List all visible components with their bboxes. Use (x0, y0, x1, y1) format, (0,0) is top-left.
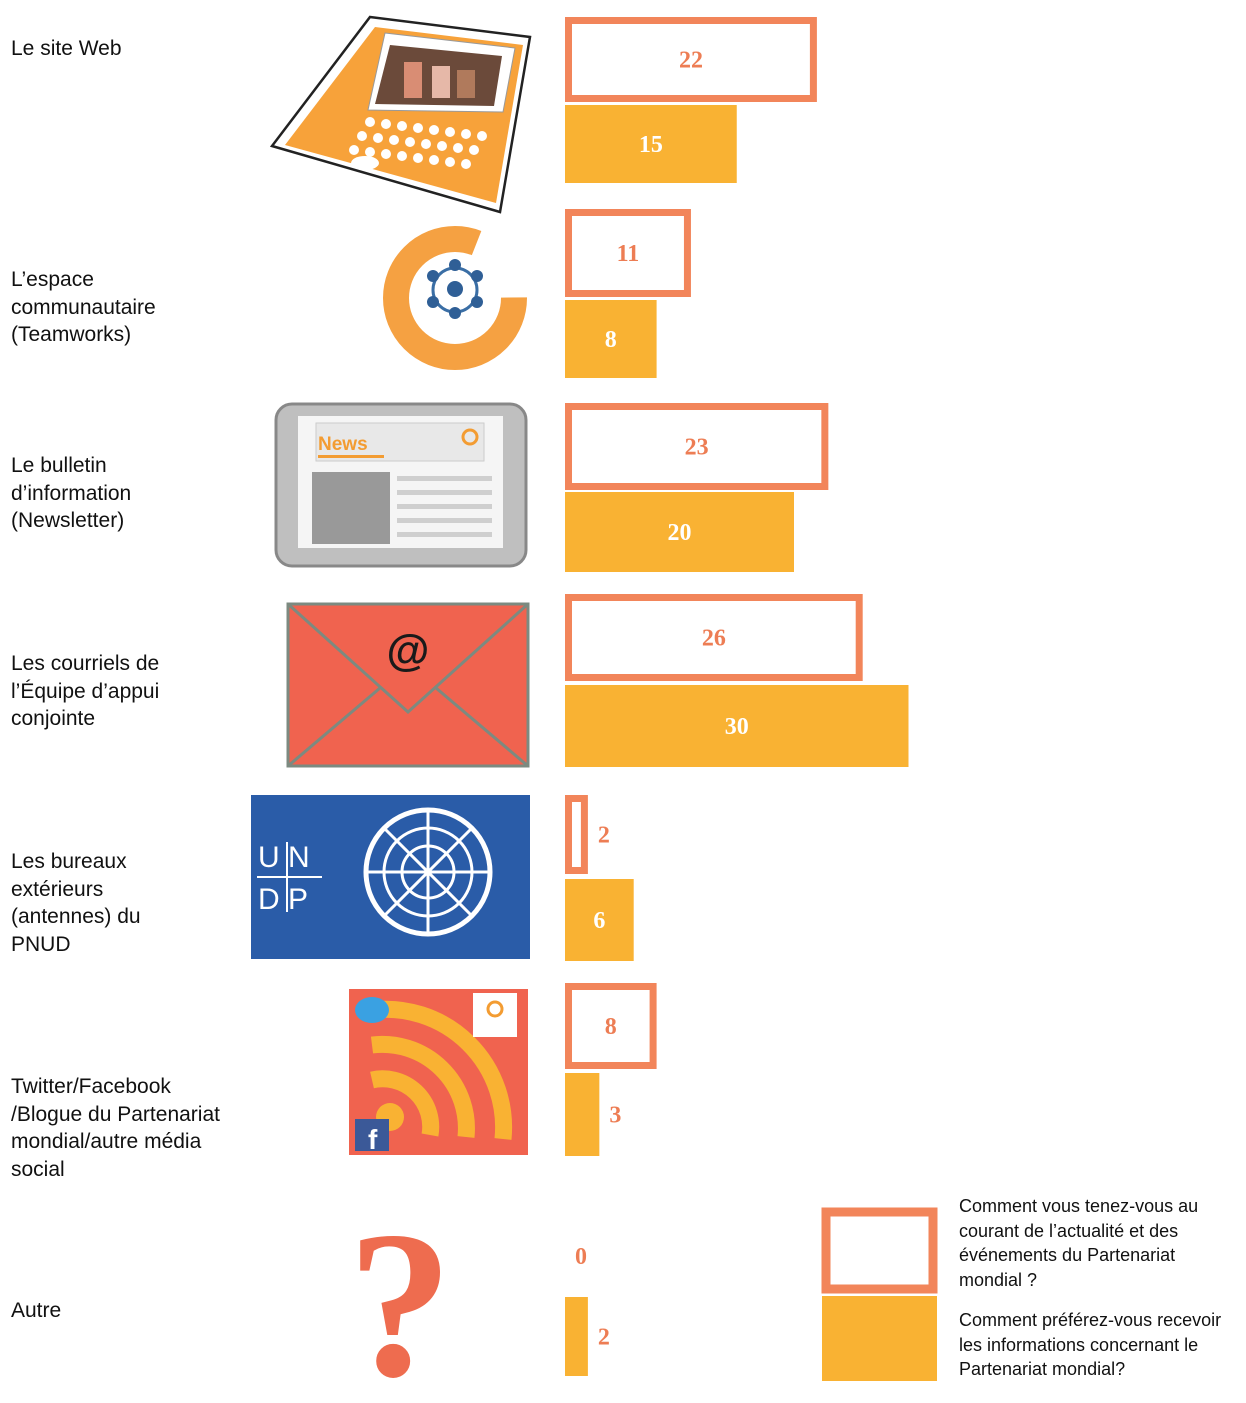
bar-preferred (565, 105, 737, 183)
legend-swatch-fill (822, 1296, 937, 1381)
data-label-current: 22 (679, 48, 703, 74)
bar-preferred (565, 300, 657, 378)
data-label-preferred: 2 (598, 1325, 610, 1351)
bar-preferred (565, 879, 634, 961)
bar-current (565, 983, 657, 1069)
data-label-preferred: 6 (593, 908, 605, 934)
svg-text:D P: D P (258, 883, 308, 916)
legend-label-preferred: Comment préférez-vous recevoir les infor… (959, 1310, 1222, 1379)
data-label-current: 8 (605, 1014, 617, 1040)
bar-current (565, 594, 863, 681)
svg-text:U N: U N (258, 841, 310, 874)
data-label-preferred: 15 (639, 132, 663, 158)
data-label-current: 2 (598, 823, 610, 849)
data-label-current: 26 (702, 626, 726, 652)
data-label-preferred: 20 (668, 520, 692, 546)
bar-current (565, 795, 588, 874)
bar-current (565, 403, 829, 490)
category-label-social-media: Twitter/Facebook /Blogue du Partenariat … (11, 1075, 220, 1181)
category-label-newsletter: Le bulletin d’information (Newsletter) (11, 454, 132, 532)
svg-text:f: f (368, 1124, 378, 1155)
category-label-undp-offices: Les bureaux extérieurs (antennes) du PNU… (11, 850, 141, 956)
svg-text:?: ? (348, 1189, 453, 1403)
data-label-preferred: 8 (605, 327, 617, 353)
category-label-emails: Les courriels de l’Équipe d’appui conjoi… (11, 652, 160, 730)
svg-text:@: @ (387, 626, 430, 675)
email-envelope-icon: @ (286, 602, 530, 768)
category-label-other: Autre (11, 1299, 62, 1322)
bar-current (565, 209, 691, 297)
laptop-icon (269, 15, 532, 214)
bar-preferred (565, 1297, 588, 1376)
bar-preferred (565, 492, 794, 572)
bar-preferred (565, 685, 909, 767)
bar-current (565, 17, 817, 102)
undp-logo-icon: U N D P (251, 795, 530, 959)
data-label-preferred: 30 (725, 714, 749, 740)
legend-label-current: Comment vous tenez-vous au courant de l’… (959, 1196, 1199, 1290)
question-mark-icon: ? (348, 1189, 453, 1403)
data-label-current: 11 (617, 241, 640, 267)
network-ring-icon (383, 226, 527, 370)
category-label-website: Le site Web (11, 37, 122, 60)
bar-preferred (565, 1073, 600, 1156)
category-label-teamworks: L’espace communautaire (Teamworks) (11, 268, 156, 346)
legend-swatch-outline (821, 1207, 938, 1294)
rss-social-icon: f (349, 989, 528, 1155)
data-label-current: 23 (685, 435, 709, 461)
data-label-current: 0 (575, 1244, 587, 1270)
svg-text:News: News (318, 434, 368, 455)
data-label-preferred: 3 (609, 1103, 621, 1129)
newspaper-icon: News (274, 402, 528, 568)
